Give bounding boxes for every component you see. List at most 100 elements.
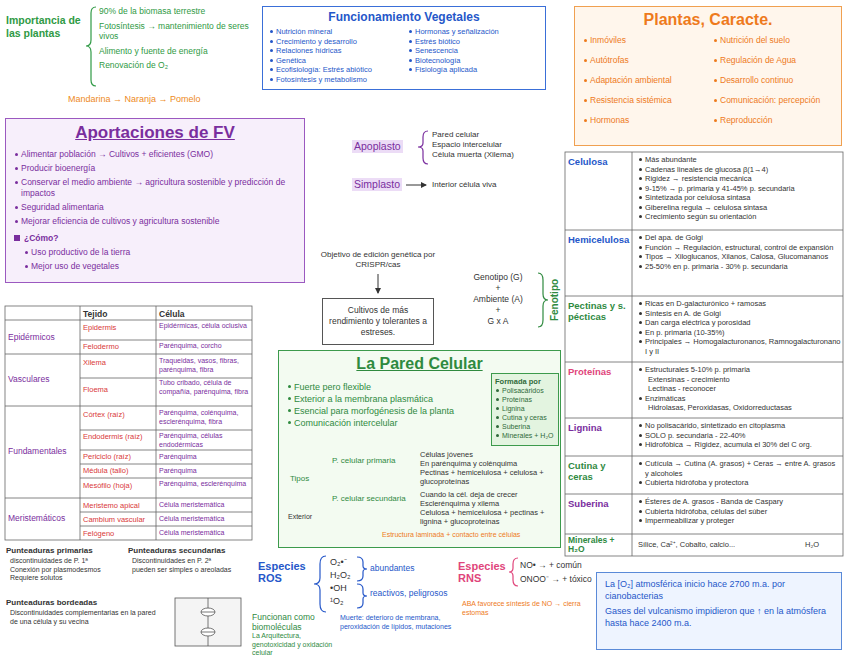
- table-cell: Dan carga eléctrica y porosidad: [638, 318, 841, 328]
- label-group: Del apa. de GolgiFunción → Regulación, e…: [638, 233, 841, 271]
- bracket-label: Fenotipo: [549, 275, 561, 325]
- table-cell: Crecimiento según su orientación: [638, 212, 841, 222]
- box-text: Crecimiento y desarrollo: [269, 37, 400, 47]
- table-cell: Célula meristemática: [159, 515, 249, 524]
- table-grid: [80, 306, 81, 540]
- label-group: Epidérmicos: [8, 332, 78, 342]
- box-text: Cutina y ceras: [495, 413, 555, 422]
- label-group: Tejido: [83, 309, 153, 319]
- table-cell: 25-50% en p. primaria - 30% p. secundari…: [638, 262, 841, 272]
- box-title: La Pared Celular: [287, 355, 552, 373]
- label-group: Lignina: [568, 422, 630, 433]
- label-group: Endodermis (raíz): [83, 432, 153, 441]
- table-cell: SOLO p. secundaria - 22-40%: [638, 431, 841, 441]
- list-item: Pectinas + hemicelulosa + celulosa + glu…: [420, 468, 558, 486]
- box-text: Proteínas: [495, 395, 555, 404]
- label-group: Traqueidas, vasos, fibras, parénquima, f…: [159, 357, 249, 374]
- heading: Importancia de las plantas: [6, 14, 84, 40]
- box-text: Desarrollo continuo: [713, 75, 833, 86]
- topic-box: Aportaciones de FVAlimentar población → …: [5, 118, 305, 283]
- formula-term: G x A: [462, 316, 534, 327]
- table-cell: Giberelina regula → celulosa sintasa: [638, 203, 841, 213]
- table-cell: Célula meristemática: [159, 501, 249, 510]
- table-cell: Xilema: [83, 358, 153, 367]
- box-text: Relaciones hídricas: [269, 46, 400, 56]
- term: Apoplasto: [352, 140, 403, 153]
- table-cell: Cutina y ceras: [568, 460, 630, 482]
- note: La Arquitectura, genotoxicidad y oxidaci…: [252, 632, 337, 655]
- box-text: Mejorar eficiencia de cultivos y agricul…: [14, 216, 296, 227]
- bracket: [357, 557, 367, 581]
- tree-label: Tipos: [290, 474, 318, 484]
- part-label: Exterior: [288, 513, 328, 522]
- bracket: [538, 273, 548, 327]
- note: ABA favorece síntesis de NO → cierra est…: [462, 600, 592, 617]
- table-cell: 9-15% → p. primaria y 41-45% p. secundar…: [638, 184, 841, 194]
- label-group: Fenotipo: [549, 275, 561, 325]
- table-grid: [565, 296, 843, 297]
- box-text: Inmóviles: [583, 35, 703, 46]
- label-group: Tipos: [290, 474, 318, 484]
- box-text: Regulación de Agua: [713, 55, 833, 66]
- table-cell: Hidrolasas, Peroxidasas, Oxidorreductasa…: [638, 403, 841, 413]
- bracket: [509, 558, 518, 586]
- label-group: Proteínas: [568, 366, 630, 377]
- table-grid: [5, 306, 252, 540]
- label-group: Más abundanteCadenas lineales de glucosa…: [638, 155, 841, 222]
- table-grid: [80, 526, 252, 527]
- table-cell: Minerales + H₂O: [568, 536, 630, 554]
- table-cell: Función → Regulación, estructural, contr…: [638, 243, 841, 253]
- box-text: Hormonas: [583, 115, 703, 126]
- formula: ¹O₂: [330, 595, 356, 608]
- table-cell: Traqueidas, vasos, fibras, parénquima, f…: [159, 357, 249, 374]
- arrow: [378, 274, 379, 293]
- bracket: [314, 556, 326, 612]
- formula-term: Ambiente (A): [462, 294, 534, 305]
- label-group: Célula meristemática: [159, 515, 249, 524]
- label-group: Cambium vascular: [83, 515, 153, 524]
- box-text: Comunicación intercelular: [287, 417, 492, 429]
- formula: H₂O₂: [330, 569, 356, 582]
- note: Muerte: deterioro de membrana, peroxidac…: [340, 614, 452, 631]
- label-group: Punteaduras bordeadas: [6, 598, 136, 608]
- list-item: Pared celular: [432, 130, 547, 140]
- formula-term: +: [462, 283, 534, 294]
- result-box: Cultivos de más rendimiento y tolerantes…: [322, 298, 434, 345]
- formula: ONOO⁻ → + tóxico: [520, 572, 595, 586]
- pit-sketch: [201, 612, 215, 613]
- box-body: Cultivos de más rendimiento y tolerantes…: [328, 305, 428, 338]
- label-group: Felodermo: [83, 342, 153, 351]
- table-cell: Fundamentales: [8, 446, 78, 456]
- table-grid: [565, 362, 843, 363]
- arrow: [378, 185, 426, 293]
- box-text: Adaptación ambiental: [583, 75, 703, 86]
- box-text: Uso productivo de la tierra: [24, 247, 296, 258]
- label-group: Hemicelulosa: [568, 234, 630, 245]
- note: Discontinuidades complementarias en la p…: [10, 609, 160, 626]
- table-cell: Pectinas y s. pécticas: [568, 300, 630, 322]
- formula-term: Genotipo (G): [462, 272, 534, 283]
- label-group: Importancia de las plantas: [6, 14, 84, 40]
- bracket: [86, 7, 96, 86]
- table-cell: Rigidez → resistencia mecánica: [638, 174, 841, 184]
- note: discontinuidades de P. 1ª: [10, 557, 122, 566]
- table-cell: Parénquima, colénquima, esclerénquima, f…: [159, 409, 249, 426]
- box-text: Autótrofas: [583, 55, 703, 66]
- label-group: H₂O: [805, 540, 839, 550]
- list-item: Espacio intercelular: [432, 140, 547, 150]
- box-text: Estrés biótico: [408, 37, 539, 47]
- table-cell: Felodermo: [83, 342, 153, 351]
- label-group: Parénquima: [159, 453, 249, 462]
- box-text: Reproducción: [713, 115, 833, 126]
- label-group: 90% de la biomasa terrestreFotosíntesis …: [99, 6, 259, 75]
- box-title: Funcionamiento Vegetales: [269, 10, 539, 24]
- label-group: Funcionan como biomoléculas: [252, 612, 332, 632]
- bracket: [418, 131, 428, 164]
- table-cell: Parénquima, células endodérmicas: [159, 432, 249, 449]
- box-text: Lignina: [495, 404, 555, 413]
- label-group: Parénquima, células endodérmicas: [159, 432, 249, 449]
- box-text: Minerales + H₂O: [495, 431, 555, 440]
- table-cell: Síntesis en A. de Golgi: [638, 309, 841, 319]
- box-text: Polisacáridos: [495, 386, 555, 395]
- label-group: Pared celularEspacio intercelularCélula …: [432, 130, 547, 160]
